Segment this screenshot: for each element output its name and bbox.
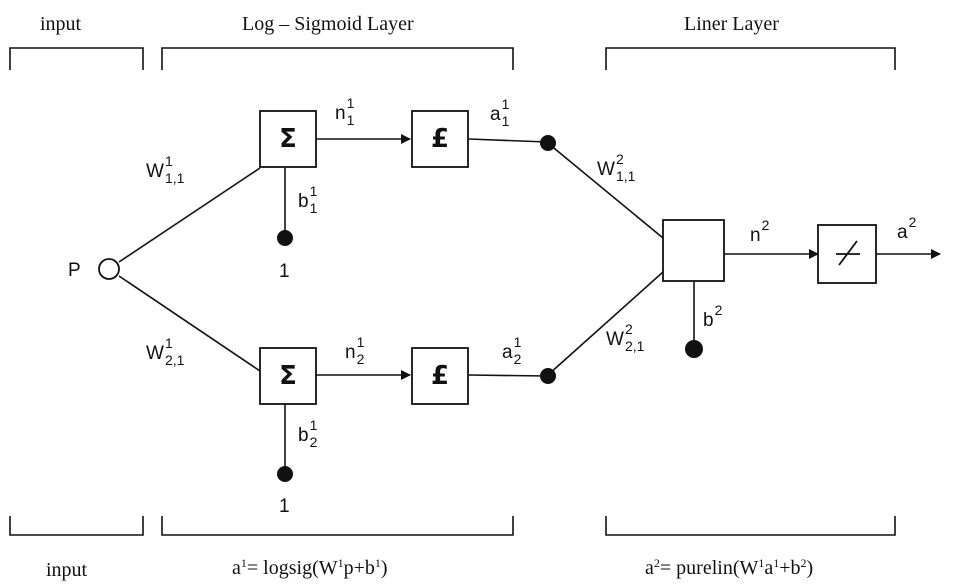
- footer-brackets: [9, 516, 896, 536]
- node1-dot: [540, 135, 556, 151]
- header-brackets: [9, 47, 896, 70]
- f1-symbol: £: [430, 124, 450, 154]
- bias2-input-label: 1: [279, 496, 290, 517]
- bias1-dot: [277, 230, 293, 246]
- node1-to-sum3: [548, 143, 664, 239]
- f2-to-node2: [468, 374, 548, 377]
- f1-to-node1: [468, 138, 548, 143]
- node2-dot: [540, 368, 556, 384]
- sum1-box: [259, 110, 317, 168]
- input-header: input: [40, 13, 82, 35]
- purelin-icon: [836, 240, 860, 266]
- input-label: P: [68, 260, 81, 281]
- input-to-sum2: [118, 275, 261, 372]
- input-to-sum1: [118, 167, 261, 263]
- input-header-bracket: [9, 47, 144, 70]
- node2-to-sum3: [548, 271, 664, 375]
- input-footer-bracket: [9, 516, 144, 536]
- output-layer-header: Liner Layer: [684, 13, 779, 35]
- sum3-box: [662, 219, 725, 282]
- sum1-symbol: Σ: [279, 124, 297, 154]
- f1-box: [411, 110, 469, 168]
- connections: [118, 134, 941, 474]
- f2-symbol: £: [430, 361, 450, 391]
- dots: [277, 135, 703, 482]
- bias2-dot: [277, 466, 293, 482]
- hidden-header-bracket: [161, 47, 514, 70]
- output-footer-bracket: [605, 516, 896, 536]
- input-node: [98, 258, 120, 280]
- hidden-footer-bracket: [161, 516, 514, 536]
- f2-box: [411, 347, 469, 405]
- output-header-bracket: [605, 47, 896, 70]
- bias1-input-label: 1: [279, 261, 290, 282]
- hidden-layer-equation: a1= logsig(W1p+b1): [232, 556, 388, 579]
- sum2-symbol: Σ: [279, 361, 297, 391]
- sum2-box: [259, 347, 317, 405]
- input-footer: input: [46, 559, 88, 581]
- bias3-dot: [685, 340, 703, 358]
- output-layer-equation: a2= purelin(W1a1+b2): [645, 556, 814, 579]
- hidden-layer-header: Log – Sigmoid Layer: [242, 13, 414, 35]
- boxes: [259, 110, 877, 405]
